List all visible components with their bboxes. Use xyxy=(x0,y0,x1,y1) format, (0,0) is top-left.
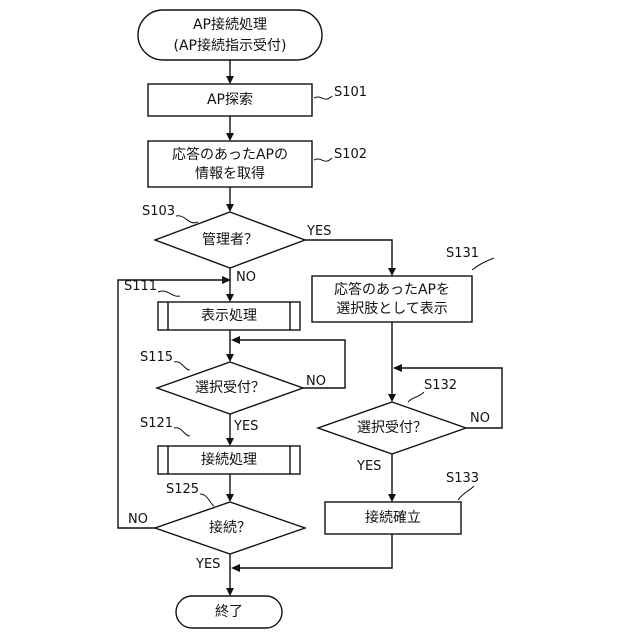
s131-line-2: 選択肢として表示 xyxy=(336,301,448,317)
s103-no-label: NO xyxy=(236,270,256,285)
end-terminal: 終了 xyxy=(176,596,282,628)
connector-s125-yes-to-end xyxy=(226,554,234,596)
s125-yes-label: YES xyxy=(195,557,220,572)
connector-s103-no-to-s111 xyxy=(226,268,234,302)
start-line-2: (AP接続指示受付) xyxy=(174,37,287,54)
step-label-s102: S102 xyxy=(314,147,367,162)
connector-s132-yes-to-s133 xyxy=(388,454,396,502)
s125-text: 接続？ xyxy=(209,519,251,536)
step-label-s125: S125 xyxy=(166,482,214,506)
connector-s103-yes-to-s131 xyxy=(305,240,396,276)
process-s133: 接続確立 xyxy=(325,502,461,534)
end-text: 終了 xyxy=(215,604,243,620)
connector-s131-to-s132 xyxy=(388,322,396,402)
connector-s101-to-s102 xyxy=(226,116,234,141)
connector-start-to-s101 xyxy=(226,60,234,84)
s102-id: S102 xyxy=(334,147,367,162)
step-label-s115: S115 xyxy=(140,350,190,370)
start-line-1: AP接続処理 xyxy=(193,16,267,33)
process-s101: AP探索 xyxy=(148,84,312,116)
s102-line-1: 応答のあったAPの xyxy=(172,146,288,163)
connector-s102-to-s103 xyxy=(226,187,234,212)
process-s102: 応答のあったAPの 情報を取得 xyxy=(148,141,312,187)
s115-text: 選択受付？ xyxy=(195,380,265,396)
subroutine-s121: 接続処理 xyxy=(158,446,300,474)
step-label-s131: S131 xyxy=(446,246,494,270)
connector-s111-to-s115 xyxy=(226,330,234,362)
s111-id: S111 xyxy=(124,279,157,294)
step-label-s101: S101 xyxy=(314,85,367,100)
decision-s115: 選択受付？ xyxy=(157,362,303,414)
s102-line-2: 情報を取得 xyxy=(195,165,265,182)
s133-text: 接続確立 xyxy=(365,509,421,526)
s125-no-label: NO xyxy=(128,512,148,527)
step-label-s111: S111 xyxy=(124,279,180,296)
s103-id: S103 xyxy=(142,204,175,219)
s111-text: 表示処理 xyxy=(201,308,257,324)
s115-no-label: NO xyxy=(306,374,326,389)
s133-id: S133 xyxy=(446,471,479,486)
step-label-s133: S133 xyxy=(446,471,479,500)
s121-id: S121 xyxy=(140,416,173,431)
s101-id: S101 xyxy=(334,85,367,100)
subroutine-s111: 表示処理 xyxy=(158,302,300,330)
s103-yes-label: YES xyxy=(306,224,331,239)
s115-yes-label: YES xyxy=(233,419,258,434)
decision-s103: 管理者？ xyxy=(155,212,305,268)
start-terminal: AP接続処理 (AP接続指示受付) xyxy=(138,10,322,60)
step-label-s132: S132 xyxy=(408,378,457,402)
s121-text: 接続処理 xyxy=(201,451,257,468)
decision-s132: 選択受付？ xyxy=(318,402,466,454)
s132-text: 選択受付？ xyxy=(357,420,427,436)
step-label-s103: S103 xyxy=(142,204,198,223)
s132-id: S132 xyxy=(424,378,457,393)
s115-id: S115 xyxy=(140,350,173,365)
connector-s121-to-s125 xyxy=(226,474,234,502)
s132-no-label: NO xyxy=(470,411,490,426)
decision-s125: 接続？ xyxy=(155,502,305,554)
s103-text: 管理者？ xyxy=(202,232,258,248)
connector-s115-yes-to-s121 xyxy=(226,414,234,446)
s131-id: S131 xyxy=(446,246,479,261)
s101-text: AP探索 xyxy=(207,91,253,108)
s125-id: S125 xyxy=(166,482,199,497)
process-s131: 応答のあったAPを 選択肢として表示 xyxy=(312,276,472,322)
s131-line-1: 応答のあったAPを xyxy=(334,281,450,298)
step-label-s121: S121 xyxy=(140,416,190,436)
s132-yes-label: YES xyxy=(356,459,381,474)
